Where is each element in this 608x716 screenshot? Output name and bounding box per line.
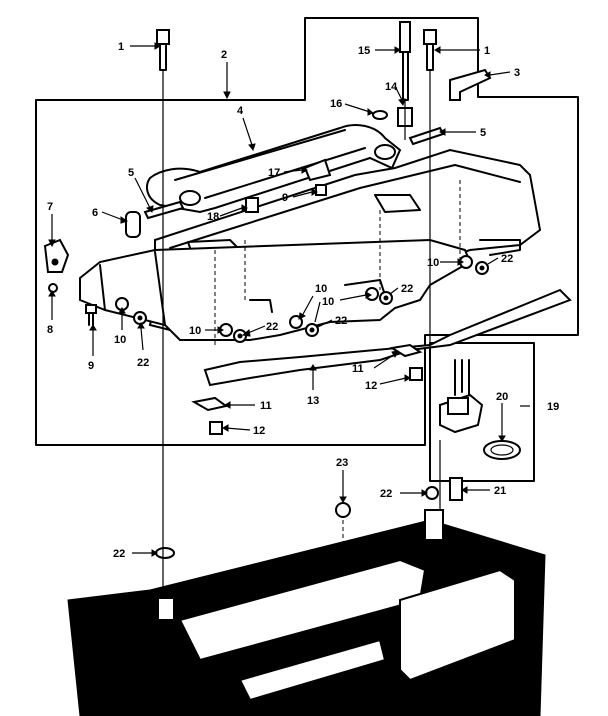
- fastener-group: [115, 255, 489, 343]
- pin-5-left: [143, 200, 185, 220]
- callout-9-left: 9: [88, 360, 94, 372]
- cap-23: [335, 502, 351, 518]
- callout-10-mid: 10: [189, 325, 201, 337]
- callout-13: 13: [307, 395, 319, 407]
- callout-15: 15: [358, 45, 370, 57]
- washer-22-lower-left: [155, 547, 175, 559]
- callout-23: 23: [336, 457, 348, 469]
- clip-11-lower: [191, 396, 229, 412]
- callout-20: 20: [496, 391, 508, 403]
- callout-10-left: 10: [114, 334, 126, 346]
- lens-20: [483, 440, 521, 460]
- callout-5-right: 5: [480, 127, 486, 139]
- clip-17: [303, 158, 332, 182]
- carry-handle: [146, 124, 402, 214]
- callout-5-left: 5: [128, 167, 134, 179]
- clip-11-upper: [389, 343, 423, 358]
- callout-9-center: 9: [282, 192, 288, 204]
- bottom-strip: [203, 288, 572, 387]
- post-6: [125, 211, 141, 238]
- callout-10-center-a: 10: [315, 283, 327, 295]
- callout-21: 21: [494, 485, 506, 497]
- callout-10-right: 10: [427, 257, 439, 269]
- callout-7: 7: [47, 201, 53, 213]
- pin-5-right: [408, 126, 445, 146]
- callout-22-left: 22: [137, 357, 149, 369]
- leader-lines: [48, 42, 530, 557]
- screw-18: [245, 197, 259, 213]
- callout-11-lower: 11: [260, 400, 272, 412]
- callout-3: 3: [514, 67, 520, 79]
- callout-14: 14: [385, 81, 398, 93]
- screw-9-left: [85, 304, 97, 326]
- callout-22-right-a: 22: [401, 283, 413, 295]
- bracket-3: [449, 68, 492, 101]
- callout-18: 18: [207, 211, 219, 223]
- callout-6: 6: [92, 207, 98, 219]
- assembly-boundary: [35, 17, 579, 446]
- latch-7: [43, 238, 70, 273]
- screw-1-left: [156, 29, 170, 71]
- callout-22-center: 22: [335, 315, 347, 327]
- screw-9-center: [315, 184, 327, 196]
- callout-12-lower: 12: [253, 425, 265, 437]
- callout-8: 8: [47, 324, 53, 336]
- washer-16: [372, 110, 388, 120]
- callout-11-upper: 11: [352, 363, 364, 375]
- lamp-socket-assembly: [439, 359, 484, 434]
- screw-12-upper: [409, 367, 423, 381]
- callout-22-lower: 22: [113, 548, 125, 560]
- callout-22-mid: 22: [266, 321, 278, 333]
- machine-base: [67, 509, 546, 716]
- callout-19: 19: [547, 401, 559, 413]
- callout-17: 17: [268, 167, 280, 179]
- callout-labels: 1 1 2 3 4 5 5 6 7 8 9 9 10 10 10 10 10 1…: [47, 41, 559, 560]
- rod-15: [399, 21, 411, 101]
- callout-16: 16: [330, 98, 342, 110]
- callout-1-left: 1: [118, 41, 124, 53]
- callout-22-right-b: 22: [501, 253, 513, 265]
- callout-2: 2: [221, 49, 227, 61]
- callout-10-center-b: 10: [322, 296, 334, 308]
- spring-8: [48, 283, 58, 293]
- screw-21: [449, 477, 463, 501]
- callout-12-upper: 12: [365, 380, 377, 392]
- screw-12-lower: [209, 421, 223, 435]
- callout-1-right: 1: [484, 45, 490, 57]
- callout-22-sub: 22: [380, 488, 392, 500]
- callout-4: 4: [237, 105, 244, 117]
